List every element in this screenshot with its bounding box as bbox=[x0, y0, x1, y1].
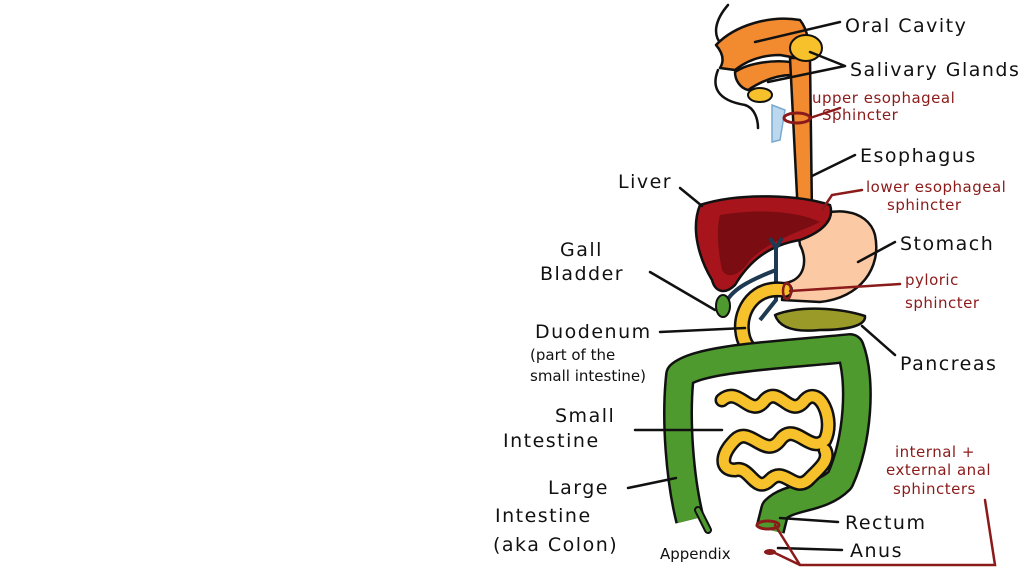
label-small-intestine-1: Small bbox=[555, 405, 615, 427]
salivary-gland-parotid bbox=[789, 34, 823, 62]
esophagus bbox=[788, 56, 814, 217]
label-large-intestine-3: (aka Colon) bbox=[493, 534, 618, 556]
label-lower-sphincter-1: lower esophageal bbox=[866, 178, 1006, 196]
label-liver: Liver bbox=[618, 171, 672, 193]
label-gall-bladder-1: Gall bbox=[560, 239, 603, 261]
label-appendix: Appendix bbox=[660, 545, 731, 563]
label-lower-sphincter-2: sphincter bbox=[887, 196, 962, 214]
label-anal-sphincters-2: external anal bbox=[886, 461, 991, 479]
label-upper-sphincter-2: Sphincter bbox=[822, 106, 899, 124]
salivary-gland-sublingual bbox=[747, 87, 773, 103]
label-anus: Anus bbox=[850, 540, 903, 562]
label-duodenum-note-1: (part of the bbox=[530, 346, 615, 364]
label-oral-cavity: Oral Cavity bbox=[845, 15, 967, 37]
label-pyloric-2: sphincter bbox=[905, 294, 980, 312]
label-gall-bladder-2: Bladder bbox=[540, 263, 624, 285]
label-upper-sphincter-1: upper esophageal bbox=[812, 89, 955, 107]
label-anal-sphincters-3: sphincters bbox=[893, 480, 976, 498]
tongue bbox=[733, 60, 794, 92]
internal-anal-sphincter bbox=[755, 519, 781, 531]
label-anal-sphincters-1: internal + bbox=[895, 443, 975, 461]
label-pyloric-1: pyloric bbox=[905, 271, 959, 289]
trachea bbox=[771, 103, 786, 143]
label-salivary-glands: Salivary Glands bbox=[850, 59, 1020, 81]
label-large-intestine-1: Large bbox=[548, 477, 609, 499]
label-rectum: Rectum bbox=[845, 512, 926, 534]
liver-shadow bbox=[717, 211, 820, 276]
external-anal-sphincter bbox=[764, 549, 776, 555]
gallbladder bbox=[715, 294, 731, 318]
label-small-intestine-2: Intestine bbox=[503, 430, 600, 452]
label-pancreas: Pancreas bbox=[900, 353, 997, 375]
pancreas bbox=[773, 307, 867, 332]
label-stomach: Stomach bbox=[900, 233, 994, 255]
label-duodenum: Duodenum bbox=[535, 321, 652, 343]
label-esophagus: Esophagus bbox=[860, 145, 977, 167]
label-large-intestine-2: Intestine bbox=[495, 505, 592, 527]
label-duodenum-note-2: small intestine) bbox=[530, 367, 646, 385]
